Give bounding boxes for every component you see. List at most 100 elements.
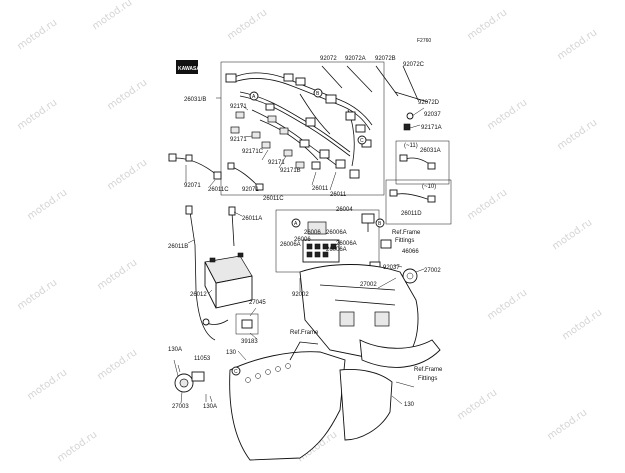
callouts-harness: A B C [249, 88, 367, 145]
callout-b: B [378, 221, 382, 227]
callout-c: C [234, 369, 238, 375]
ref-label: Ref.Frame [392, 230, 421, 236]
frame [229, 341, 393, 461]
watermark: motod.ru [465, 187, 509, 222]
diagram-code: F2760 [417, 38, 431, 44]
part-label: 39183 [241, 339, 258, 345]
watermark: motod.ru [225, 7, 269, 42]
watermark: motod.ru [95, 257, 139, 292]
part-label: 27002 [360, 282, 377, 288]
fuse-box [302, 221, 340, 263]
note-label: (~10) [422, 184, 436, 190]
part-label: 26006A [280, 242, 301, 248]
part-label: 92037 [424, 112, 441, 118]
ref-label: Ref.Frame [290, 330, 319, 336]
callout-a: A [252, 94, 256, 100]
part-label: 11053 [194, 356, 211, 362]
left-sub-harnesses [168, 153, 264, 191]
part-label: 92071 [184, 183, 201, 189]
part-label: 92037 [383, 265, 400, 271]
part-label: 26031/B [184, 97, 206, 103]
part-label: 27003 [172, 404, 189, 410]
callout-c: C [360, 138, 364, 144]
watermark: motod.ru [55, 429, 99, 464]
watermark: motod.ru [485, 97, 529, 132]
sub-harness-box [395, 140, 450, 185]
part-label: 92171A [421, 125, 442, 131]
kawasaki-logo: KAWASAKI [176, 60, 206, 74]
watermark: motod.ru [25, 187, 69, 222]
note-label: (~11) [404, 143, 418, 149]
ref-label: Fittings [418, 376, 437, 382]
part-label: 26011 [312, 186, 329, 192]
part-label: 26012 [190, 292, 207, 298]
watermark: motod.ru [25, 367, 69, 402]
part-label: 26006 [294, 237, 311, 243]
rear-housing [299, 264, 441, 368]
watermark: motod.ru [465, 7, 509, 42]
battery-leads [185, 205, 236, 341]
sub-harness-26011d [389, 189, 436, 203]
part-label: 26011B [168, 244, 188, 250]
part-label: 26011C [208, 187, 229, 193]
part-label: 92171 [268, 160, 285, 166]
part-label: 26004 [336, 207, 353, 213]
part-label: 130A [203, 404, 217, 410]
watermark: motod.ru [95, 347, 139, 382]
harness-group-box [220, 61, 385, 196]
part-label: 92072 [320, 56, 337, 62]
part-label: 26011 [330, 192, 347, 198]
part-label: 26006 [304, 230, 321, 236]
watermark: motod.ru [560, 307, 604, 342]
part-label: 92072B [375, 56, 396, 62]
watermark: motod.ru [455, 387, 499, 422]
watermark: motod.ru [15, 277, 59, 312]
horn [173, 359, 213, 403]
part-label: 46066 [402, 249, 419, 255]
callout-a: A [294, 221, 298, 227]
ref-label: Fittings [395, 238, 414, 244]
watermark: motod.ru [15, 97, 59, 132]
watermark: motod.ru [555, 27, 599, 62]
logo-text: KAWASAKI [178, 66, 206, 72]
sub-harness-box-2 [385, 179, 452, 225]
part-label: 92171B [280, 168, 301, 174]
part-labels: 92072 92072A 92072B 92072C 92072D 92037 … [168, 56, 443, 410]
sub-harness-26031a [399, 154, 436, 170]
grommet-set [230, 111, 305, 169]
part-label: 27045 [249, 300, 266, 306]
callout-b: B [316, 91, 320, 97]
watermark: motod.ru [105, 77, 149, 112]
part-label: 92171 [230, 104, 247, 110]
part-label: 130 [226, 350, 237, 356]
watermark: motod.ru [90, 0, 134, 32]
relay [361, 213, 375, 232]
part-label: 26006A [336, 241, 357, 247]
part-label: 130A [168, 347, 182, 353]
watermark: motod.ru [485, 287, 529, 322]
watermark: motod.ru [15, 17, 59, 52]
callout-a-ring [291, 218, 301, 228]
ecu-mount [235, 313, 259, 335]
watermark: motod.ru [545, 407, 589, 442]
watermark: motod.ru [550, 217, 594, 252]
part-label: 26011C [263, 196, 284, 202]
battery [204, 252, 253, 309]
part-label: 92072D [418, 100, 440, 106]
part-label: 26006A [326, 247, 347, 253]
leader-lines [177, 103, 425, 405]
watermark: motod.ru [555, 117, 599, 152]
part-label: 92002 [292, 292, 309, 298]
part-label: 92171 [230, 137, 247, 143]
callout-b-ring [375, 218, 385, 228]
part-label: 92171C [242, 149, 264, 155]
part-label: 92071 [242, 187, 259, 193]
ref-label: Ref.Frame [414, 367, 443, 373]
part-label: 92072C [403, 62, 425, 68]
watermark: motod.ru [105, 157, 149, 192]
part-label: 27002 [424, 268, 441, 274]
battery-cables [321, 65, 429, 131]
starter-relay [369, 239, 418, 284]
